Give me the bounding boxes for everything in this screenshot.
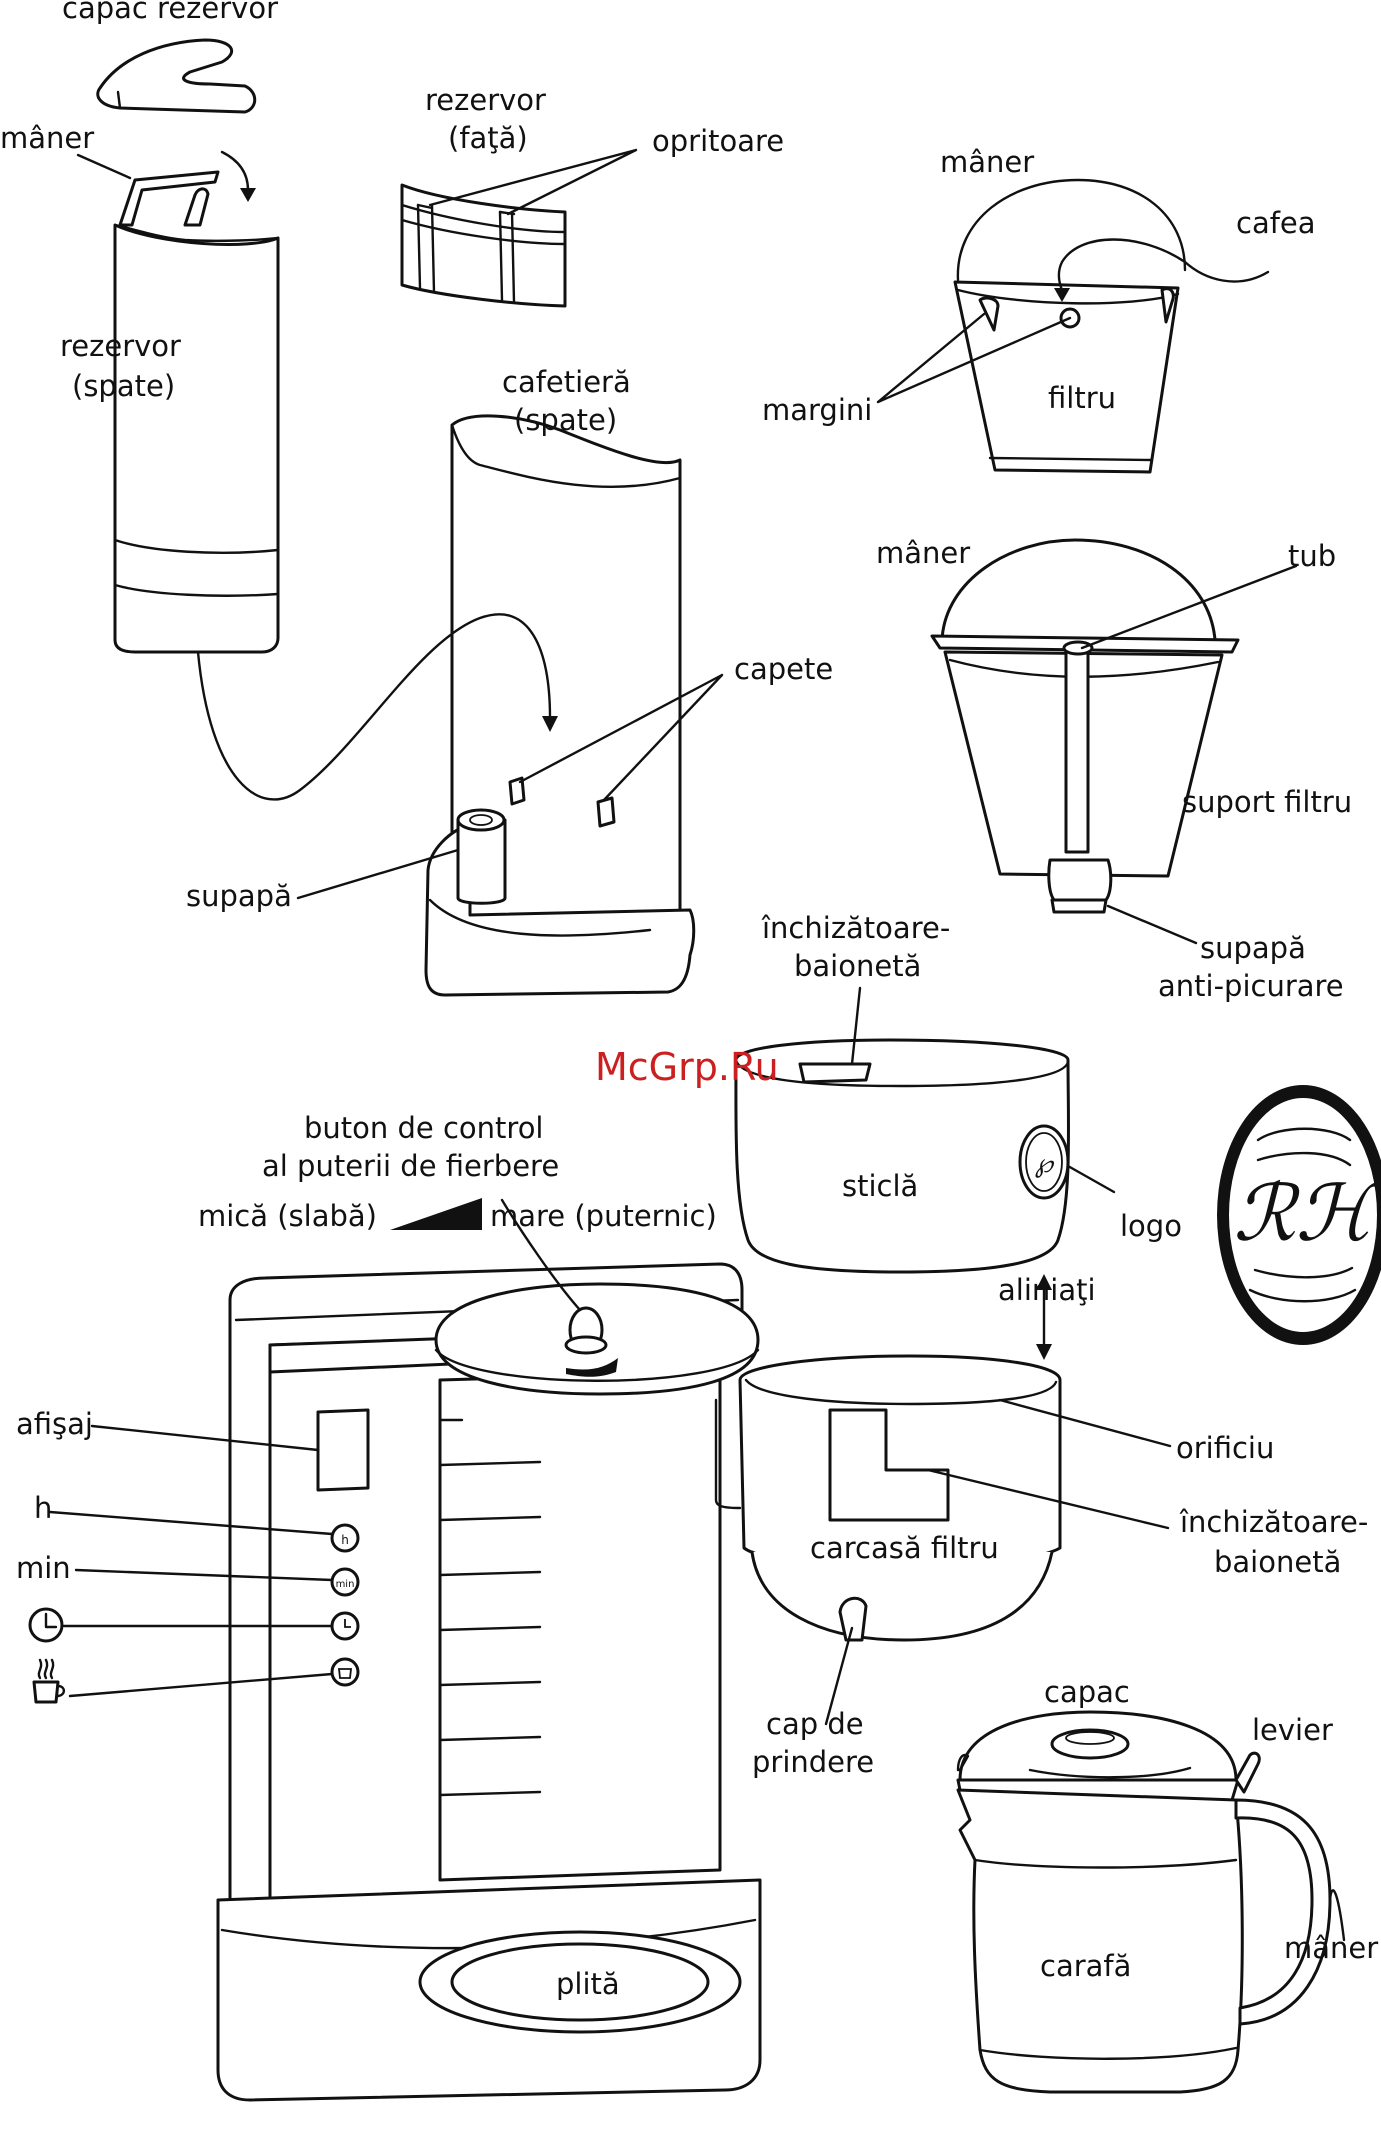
label-carcasa-filtru: carcasă filtru xyxy=(810,1531,999,1565)
label-mica: mică (slabă) xyxy=(198,1199,377,1233)
label-tub: tub xyxy=(1288,539,1336,573)
label-maner-rezervor: mâner xyxy=(0,121,94,155)
coffee-filter xyxy=(953,178,1270,474)
label-h: h xyxy=(34,1491,52,1525)
label-opritoare: opritoare xyxy=(652,124,784,158)
label-rezervor-spate-2: (spate) xyxy=(72,369,175,403)
label-sticla: sticlă xyxy=(842,1169,918,1203)
reservoir-back xyxy=(113,150,280,654)
label-afisaj: afişaj xyxy=(16,1407,93,1441)
power-wedge-icon xyxy=(390,1198,482,1230)
label-inchizatoare-sus-2: baionetă xyxy=(794,949,921,983)
label-plita: plită xyxy=(556,1967,620,2001)
label-suport-filtru: suport filtru xyxy=(1182,785,1352,819)
carafe xyxy=(956,1710,1332,2094)
label-levier: levier xyxy=(1252,1713,1333,1747)
label-capac-rezervor: capac rezervor xyxy=(62,0,278,25)
label-cafetiera-spate-2: (spate) xyxy=(514,403,617,437)
clock-icon xyxy=(28,1607,64,1643)
label-mare: mare (puternic) xyxy=(490,1199,717,1233)
reservoir-lid xyxy=(96,38,257,114)
label-rezervor-fata-2: (faţă) xyxy=(448,121,528,155)
label-logo: logo xyxy=(1120,1209,1182,1243)
label-maner-carafa: mâner xyxy=(1284,1931,1378,1965)
labels: capac rezervor mâner rezervor (faţă) opr… xyxy=(0,0,1378,2001)
label-aliniati: aliniaţi xyxy=(998,1273,1096,1307)
svg-text:h: h xyxy=(341,1533,349,1547)
steaming-cup-icon xyxy=(32,1658,66,1704)
label-cap-de-prindere-1: cap de xyxy=(766,1707,864,1741)
label-cafea: cafea xyxy=(1236,206,1316,240)
reservoir-front xyxy=(400,183,567,308)
coffee-maker-front: h min xyxy=(216,1262,762,2102)
filter-holder xyxy=(930,538,1240,914)
svg-text:℘: ℘ xyxy=(1035,1149,1055,1179)
label-maner-filtru: mâner xyxy=(940,145,1034,179)
label-cap-de-prindere-2: prindere xyxy=(752,1745,874,1779)
glass: ℘ xyxy=(734,1038,1071,1274)
watermark: McGrp.Ru xyxy=(595,1045,779,1089)
leader-lines xyxy=(48,148,1346,1942)
label-min: min xyxy=(16,1551,71,1585)
label-rezervor-spate-1: rezervor xyxy=(60,329,181,363)
label-cafetiera-spate-1: cafetieră xyxy=(502,365,631,399)
label-capete: capete xyxy=(734,652,833,686)
label-inchizatoare-sus-1: închizătoare- xyxy=(761,911,950,945)
label-carafa: carafă xyxy=(1040,1949,1131,1983)
label-margini: margini xyxy=(762,393,872,427)
label-supapa-anti-2: anti-picurare xyxy=(1158,969,1344,1003)
label-inchizatoare-jos-1: închizătoare- xyxy=(1179,1505,1368,1539)
label-buton-2: al puterii de fierbere xyxy=(262,1149,559,1183)
svg-text:ℛℋ: ℛℋ xyxy=(1233,1169,1381,1259)
label-maner-suport: mâner xyxy=(876,536,970,570)
filter-housing xyxy=(714,1354,1062,1642)
logo-monogram-icon: ℛℋ xyxy=(1217,1085,1381,1345)
label-buton-1: buton de control xyxy=(304,1111,544,1145)
svg-text:min: min xyxy=(336,1579,355,1590)
label-supapa-anti-1: supapă xyxy=(1200,931,1306,965)
label-capac: capac xyxy=(1044,1675,1130,1709)
label-supapa: supapă xyxy=(186,879,292,913)
coffee-maker-back xyxy=(196,414,696,997)
label-orificiu: orificiu xyxy=(1176,1431,1274,1465)
label-inchizatoare-jos-2: baionetă xyxy=(1214,1545,1341,1579)
label-filtru: filtru xyxy=(1048,381,1116,415)
label-rezervor-fata-1: rezervor xyxy=(425,83,546,117)
